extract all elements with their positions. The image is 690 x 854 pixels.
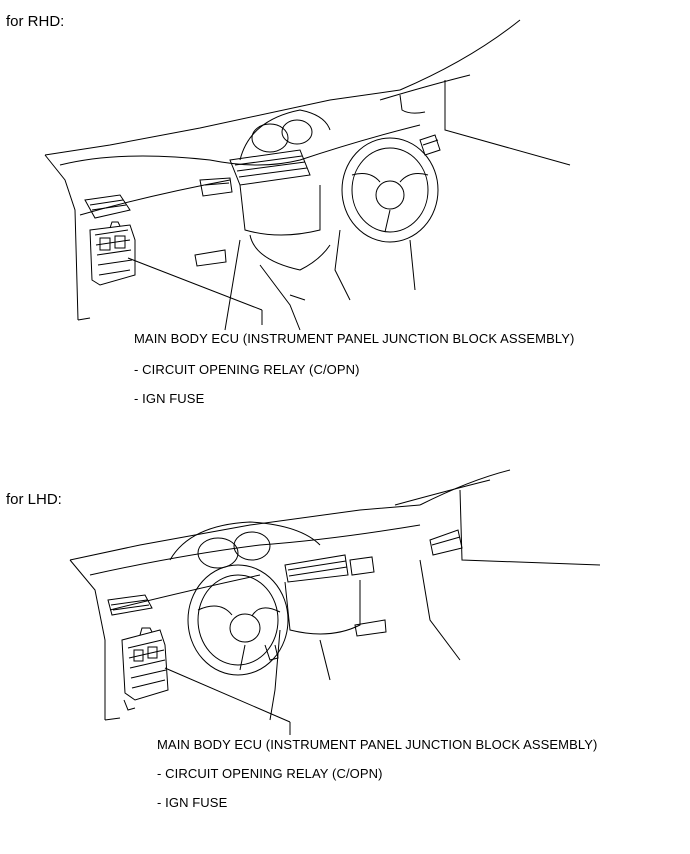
rhd-heading: for RHD:	[6, 13, 65, 30]
lhd-caption-ign-fuse: - IGN FUSE	[157, 795, 228, 810]
lhd-caption-main-body-ecu: MAIN BODY ECU (INSTRUMENT PANEL JUNCTION…	[157, 737, 598, 752]
rhd-caption-main-body-ecu: MAIN BODY ECU (INSTRUMENT PANEL JUNCTION…	[134, 331, 575, 346]
lhd-heading: for LHD:	[6, 491, 62, 508]
rhd-caption-ign-fuse: - IGN FUSE	[134, 391, 205, 406]
lhd-caption-circuit-opening-relay: - CIRCUIT OPENING RELAY (C/OPN)	[157, 766, 383, 781]
rhd-caption-circuit-opening-relay: - CIRCUIT OPENING RELAY (C/OPN)	[134, 362, 360, 377]
